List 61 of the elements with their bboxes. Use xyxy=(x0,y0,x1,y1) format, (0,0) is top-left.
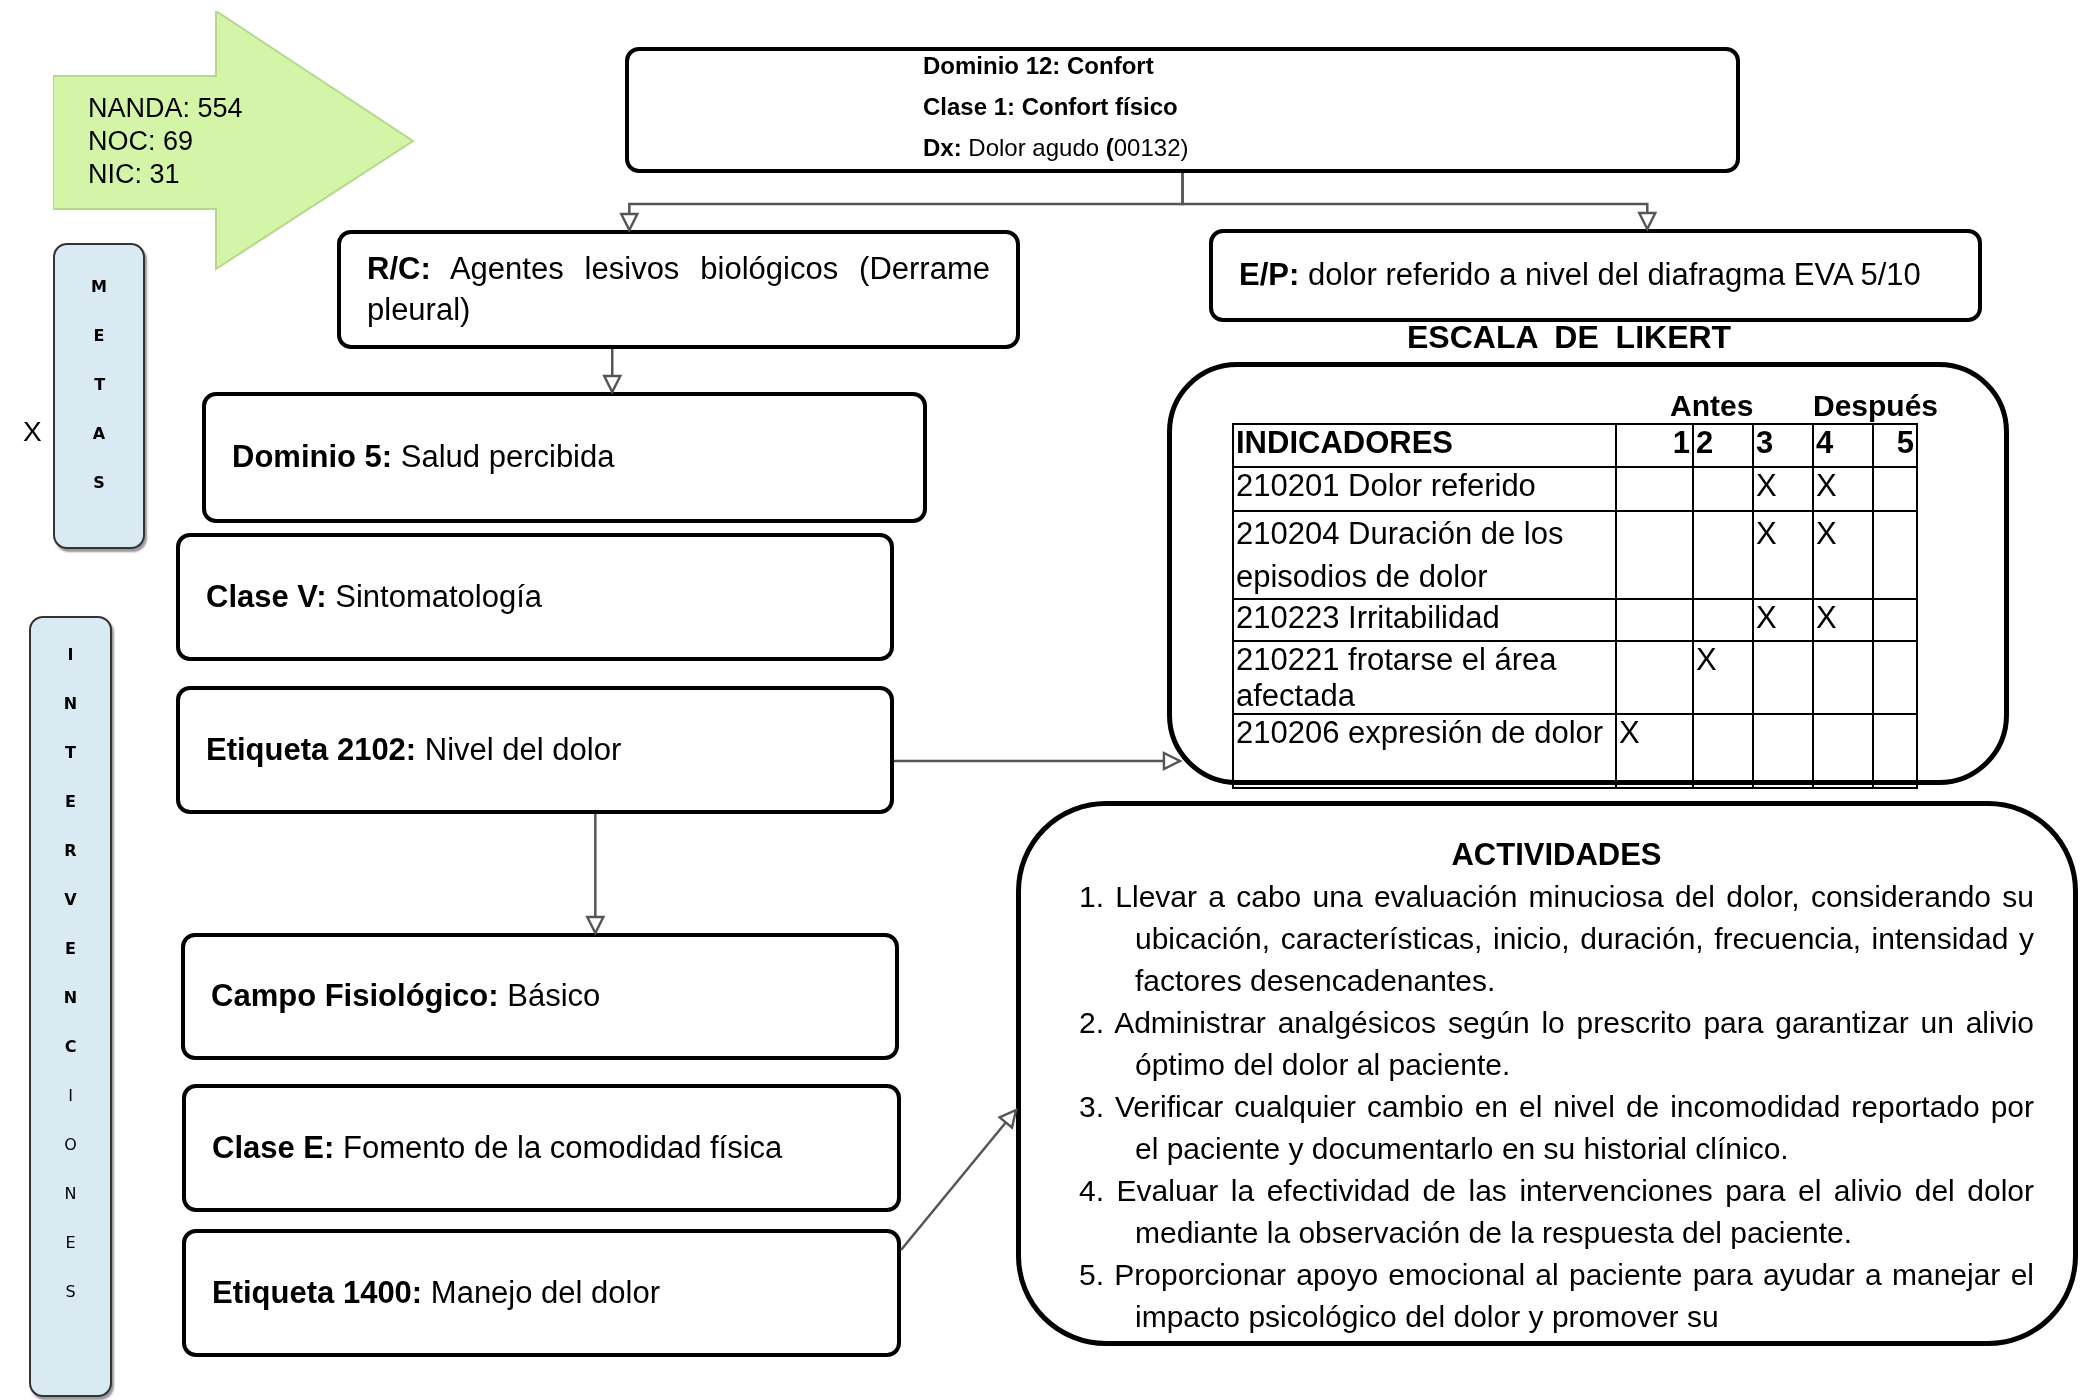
diagnosis-text: Dominio 12: Confort xyxy=(923,52,1154,80)
concept-box xyxy=(182,1229,901,1357)
vertical-heading: METAS xyxy=(91,276,107,494)
table-cell: 210206 expresión de dolor xyxy=(1233,714,1616,789)
concept-box xyxy=(176,686,894,814)
table-cell: 210201 Dolor referido xyxy=(1233,467,1616,511)
table-cell: X xyxy=(1813,511,1873,599)
arrow xyxy=(586,814,605,935)
concept-text: Dominio 5: Salud percibida xyxy=(232,438,615,477)
table-cell: 210223 Irritabilidad xyxy=(1233,599,1616,641)
table-cell: X xyxy=(1616,714,1693,789)
concept-box xyxy=(1209,229,1982,322)
concept-box xyxy=(181,933,899,1060)
activities-heading: ACTIVIDADES xyxy=(1450,836,1663,874)
diagnosis-text: Dx: Dolor agudo (00132) xyxy=(923,134,1189,162)
code-count-text: NIC: 31 xyxy=(88,159,180,190)
table-cell: 2 xyxy=(1693,424,1753,467)
table-cell: X xyxy=(1753,467,1813,511)
table-cell: X xyxy=(1813,467,1873,511)
concept-box xyxy=(182,1084,901,1212)
activity-item: 4. Evaluar la efectividad de las intervenciones para el alivio del dolor mediante la observación de la respuesta del paciente. xyxy=(1079,1173,2034,1251)
concept-text: Etiqueta 1400: Manejo del dolor xyxy=(212,1273,661,1312)
activity-item: 2. Administrar analgésicos según lo prescrito para garantizar un alivio óptimo del dolor al paciente. xyxy=(1079,1005,2034,1083)
activity-item: 5. Proporcionar apoyo emocional al paciente para ayudar a manejar el impacto psicológico del dolor y promover su xyxy=(1079,1257,2034,1335)
vertical-heading: INTERVENCIONES xyxy=(62,644,79,1303)
diagnosis-text: Clase 1: Confort físico xyxy=(923,93,1178,121)
concept-box xyxy=(337,230,1020,349)
concept-text: E/P: dolor referido a nivel del diafragma EVA 5/10 xyxy=(1239,256,1921,295)
table-cell: X xyxy=(1693,641,1753,715)
table-cell: X xyxy=(1813,599,1873,641)
activity-item: 3. Verificar cualquier cambio en el nivel de incomodidad reportado por el paciente y documentarlo en su historial clínico. xyxy=(1079,1089,2034,1167)
concept-text: R/C: Agentes lesivos biológicos (Derrame pleural) xyxy=(367,250,990,329)
arrow xyxy=(900,1108,1018,1251)
code-count-text: NANDA: 554 xyxy=(88,93,243,124)
arrow xyxy=(1181,173,1657,231)
table-cell: INDICADORES xyxy=(1233,424,1616,467)
table-cell: 1 xyxy=(1616,424,1693,467)
concept-box xyxy=(176,533,894,661)
activity-item: 1. Llevar a cabo una evaluación minuciosa del dolor, considerando su ubicación, características, inicio, duración, frecuencia, intensidad y factores desencadenantes. xyxy=(1079,879,2034,999)
mark-text: X xyxy=(23,416,42,448)
concept-text: Clase E: Fomento de la comodidad física xyxy=(212,1128,783,1167)
concept-text: Clase V: Sintomatología xyxy=(206,577,543,616)
column-group-heading: Después xyxy=(1813,389,1939,423)
diagnosis-box xyxy=(625,47,1740,173)
table-cell: X xyxy=(1753,511,1813,599)
column-group-heading: Antes xyxy=(1670,389,1754,423)
table-cell: 4 xyxy=(1813,424,1873,467)
activities-box xyxy=(1016,801,2078,1346)
code-count-text: NOC: 69 xyxy=(88,126,194,157)
vertical-band xyxy=(29,616,112,1397)
table-cell: 3 xyxy=(1753,424,1813,467)
concept-box xyxy=(202,392,927,523)
concept-text: Campo Fisiológico: Básico xyxy=(211,977,601,1016)
table-cell: 210204 Duración de los episodios de dolor xyxy=(1233,511,1616,599)
concept-text: Etiqueta 2102: Nivel del dolor xyxy=(206,730,622,769)
table-cell: 210221 frotarse el área afectada xyxy=(1233,641,1616,715)
arrow xyxy=(603,349,622,394)
table-cell: X xyxy=(1753,599,1813,641)
arrow xyxy=(894,751,1182,771)
scale-heading: ESCALA DE LIKERT xyxy=(1407,319,1732,356)
table-cell: 5 xyxy=(1873,424,1917,467)
